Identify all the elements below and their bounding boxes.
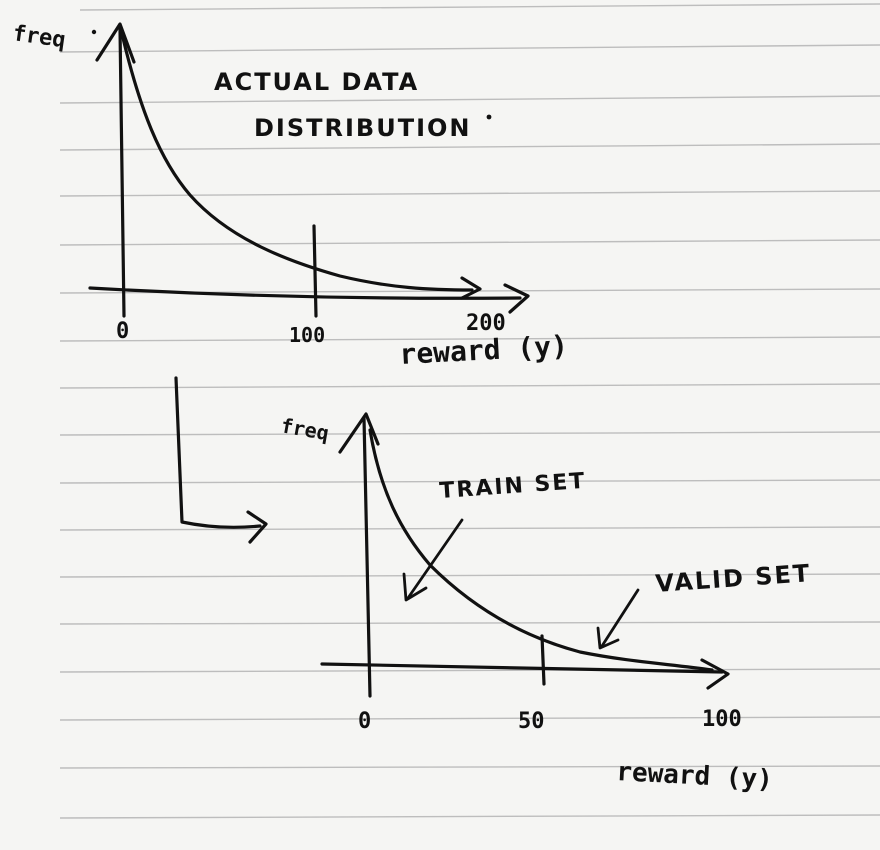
- bottom-x-label: reward (y): [616, 757, 774, 795]
- top-divider-line: [312, 224, 318, 318]
- top-distribution-curve: [120, 32, 474, 292]
- flow-arrow: [174, 376, 268, 544]
- bottom-chart: freq TRAIN SET VALID SET 0 50 100 reward…: [279, 412, 812, 795]
- train-set-pointer-head: [402, 572, 428, 602]
- top-y-axis: [118, 26, 126, 318]
- top-x-axis-arrowhead: [503, 283, 530, 314]
- bottom-x-tick-100: 100: [702, 707, 742, 732]
- top-chart: freq ACTUAL DATA DISTRIBUTION 0 100 200 …: [11, 21, 569, 371]
- train-set-pointer: [406, 518, 464, 600]
- train-set-label: TRAIN SET: [439, 469, 588, 504]
- top-y-axis-arrowhead: [95, 22, 136, 64]
- bottom-y-label: freq: [279, 413, 331, 445]
- flow-arrow-head: [246, 510, 268, 544]
- bottom-y-axis-arrowhead: [338, 412, 380, 454]
- bottom-x-tick-0: 0: [358, 709, 371, 734]
- top-curve-arrowhead: [460, 276, 482, 300]
- top-x-label: reward (y): [399, 329, 569, 371]
- top-x-tick-200: 200: [466, 311, 506, 336]
- bottom-x-axis: [320, 662, 724, 674]
- top-title-line1: ACTUAL DATA: [214, 68, 419, 96]
- top-y-label-dot: [91, 29, 97, 35]
- top-title-dot: [486, 114, 492, 120]
- bottom-y-axis: [362, 416, 372, 698]
- top-x-tick-0: 0: [116, 319, 129, 344]
- bottom-divider-line: [540, 634, 546, 686]
- top-title-line2: DISTRIBUTION: [254, 114, 472, 142]
- valid-set-label: VALID SET: [654, 559, 812, 598]
- top-y-label: freq: [11, 21, 67, 53]
- top-x-tick-100: 100: [289, 323, 325, 347]
- bottom-x-axis-arrowhead: [700, 658, 730, 690]
- valid-set-pointer-head: [596, 626, 620, 650]
- flow-arrow-line: [174, 376, 262, 529]
- bottom-distribution-curve: [368, 428, 714, 672]
- bottom-x-tick-50: 50: [518, 709, 545, 734]
- ruled-lines: [59, 3, 880, 819]
- valid-set-pointer: [600, 588, 640, 648]
